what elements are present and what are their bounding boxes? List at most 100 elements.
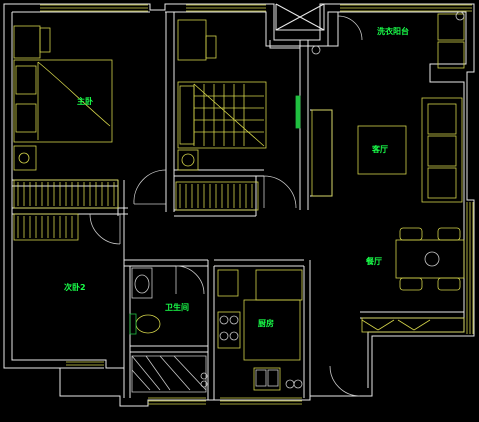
door-bed2 [263, 175, 297, 209]
door-balcony [337, 15, 363, 41]
window-balcony-top [340, 4, 472, 12]
kitchen-counter [243, 299, 301, 361]
bath-shower [131, 355, 207, 391]
window-bath-bottom [148, 397, 206, 405]
kitchen-item-2 [293, 379, 303, 389]
bed2-nightstand [177, 149, 199, 171]
hall-column [311, 45, 321, 55]
fixtures [129, 11, 465, 393]
door-master [133, 169, 167, 205]
dining-chair-2 [437, 227, 461, 241]
kitchen-sink [253, 367, 281, 391]
sink-basin-1 [255, 369, 267, 387]
kitchen-appliance [217, 269, 239, 297]
balcony-washer [437, 13, 465, 41]
walls [3, 3, 475, 407]
bath-drain-2 [200, 380, 208, 388]
kitchen-item [285, 379, 295, 389]
label-laundry-balcony: 洗衣阳台 [377, 27, 409, 36]
master-wardrobe [13, 179, 119, 209]
master-nightstand [13, 145, 37, 171]
sofa-cushion-1 [427, 103, 457, 135]
window-kitchen-bottom [220, 397, 302, 405]
wall-second-top [12, 207, 128, 215]
dining-chair-1 [399, 227, 423, 241]
dining-table [395, 239, 465, 279]
stove-burner-4 [229, 331, 239, 341]
master-desk [13, 25, 41, 59]
stove-burner-1 [219, 315, 229, 325]
master-bed [13, 59, 113, 143]
kitchen-fridge [255, 269, 303, 301]
bath-shower-frame [131, 355, 207, 393]
bed2-wardrobe [175, 181, 259, 211]
master-chair [39, 27, 51, 53]
sofa-cushion-2 [427, 135, 457, 167]
bed2-desk [177, 19, 207, 61]
bed2-chair [205, 35, 217, 59]
door-kitchen [329, 365, 361, 397]
windows [40, 4, 474, 405]
tv-cabinet [311, 109, 333, 197]
master-lamp [18, 152, 30, 164]
dining-cabinet [361, 317, 465, 333]
wall-balcony [327, 12, 339, 47]
dining-chair-4 [437, 277, 461, 291]
bed2-lamp [181, 153, 195, 167]
outer-wall-outline [3, 3, 475, 407]
label-second-bedroom: 次卧2 [64, 283, 86, 292]
second-wardrobe-lines [17, 216, 73, 238]
bed2-pillow [179, 85, 195, 145]
bath-toilet-tank [129, 313, 137, 335]
label-master-bedroom: 主卧 [77, 97, 93, 106]
wall-master-bottom [12, 179, 125, 216]
bath-basin-cabinet [131, 267, 153, 299]
wall-bath-kitchen [207, 259, 311, 400]
balcony-drain [455, 11, 465, 21]
window-dining-right [466, 202, 474, 334]
label-kitchen: 厨房 [258, 319, 274, 328]
bath-toilet [135, 314, 161, 334]
master-bed-pillow-2 [15, 103, 37, 133]
second-wardrobe [13, 213, 79, 241]
label-living-room: 客厅 [372, 145, 388, 154]
wall-dining-bottom [360, 311, 464, 319]
coffee-table [357, 125, 407, 175]
master-wardrobe-lines [17, 182, 115, 206]
master-bed-blanket [37, 61, 111, 140]
bath-drain [200, 372, 208, 380]
master-bed-pillow-1 [15, 65, 37, 95]
sink-basin-2 [267, 369, 279, 387]
balcony-sink [437, 41, 465, 69]
sofa-cushion-3 [427, 167, 457, 199]
wall-master-right [165, 12, 175, 212]
label-dining-room: 餐厅 [366, 257, 382, 266]
window-master-top [40, 4, 148, 12]
wall-bath-lower [130, 345, 208, 353]
wall-living-stub [310, 109, 333, 197]
bed2-plaid [193, 83, 265, 147]
wall-corridor [123, 216, 208, 398]
doors [89, 15, 363, 397]
window-bed2-top [186, 4, 266, 12]
wall-hall-box [275, 3, 325, 31]
sofa [421, 97, 463, 203]
bath-basin [134, 274, 150, 294]
bed2-bed [177, 81, 267, 149]
tv-screen [295, 95, 301, 129]
dining-cabinet-lines [361, 319, 431, 331]
kitchen-stove [217, 311, 241, 349]
door-second [89, 213, 121, 245]
door-bath [175, 265, 205, 295]
window-bed2b-bottom [66, 361, 104, 366]
wall-bed2-bottom-outer [60, 359, 124, 369]
furniture [13, 13, 465, 391]
stove-burner-2 [229, 315, 239, 325]
stove-burner-3 [219, 331, 229, 341]
bed2-wardrobe-lines [179, 184, 253, 208]
dining-plant [424, 251, 440, 267]
dining-chair-3 [399, 277, 423, 291]
label-bathroom: 卫生间 [165, 303, 189, 312]
